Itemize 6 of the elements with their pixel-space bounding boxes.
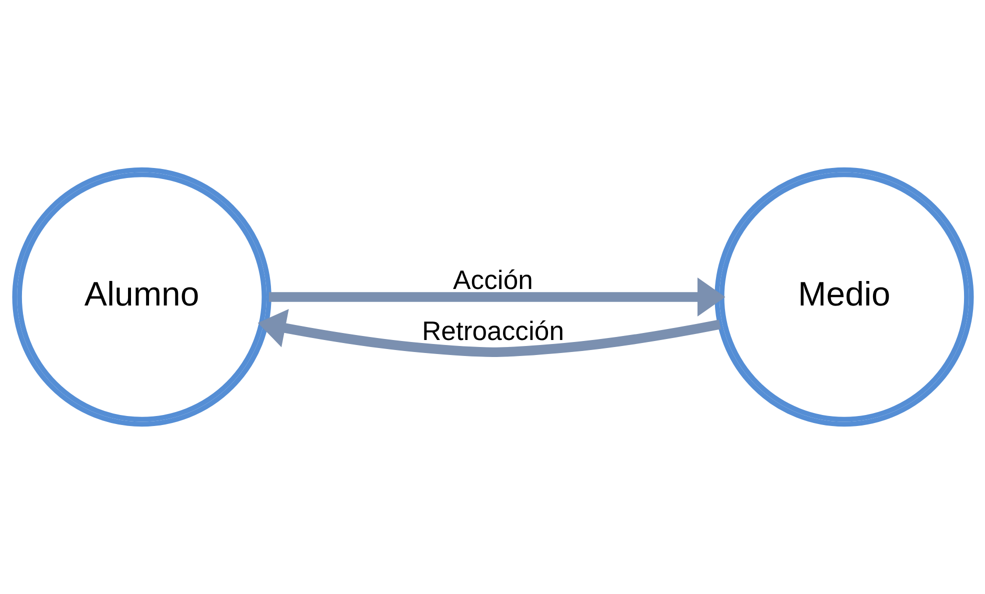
edge-label: Retroacción (421, 316, 564, 346)
edge-label: Acción (452, 265, 532, 296)
node-circle: Alumno (12, 167, 271, 427)
arrow (268, 278, 725, 316)
arrow (257, 308, 720, 357)
node-circle: Medio (714, 167, 974, 427)
